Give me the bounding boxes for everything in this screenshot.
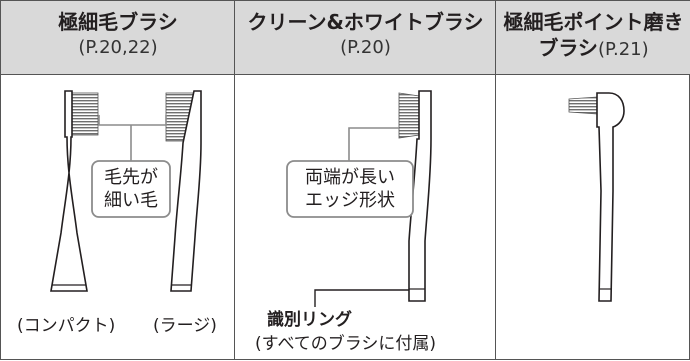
header-title-point-brush-line1: 極細毛ポイント磨き	[503, 10, 684, 34]
long-edge-callout: 両端が長い エッジ形状	[287, 166, 413, 212]
header-title-point-brush-line2: ブラシ	[538, 36, 598, 60]
header-cell-fine-bristle: 極細毛ブラシ (P.20,22)	[1, 1, 235, 75]
ring-note-label: (すべてのブラシに付属)	[255, 334, 437, 354]
column-divider-2	[495, 1, 496, 359]
header-title-clean-white: クリーン&ホワイトブラシ	[247, 10, 484, 34]
fine-bristle-callout-line1: 毛先が	[104, 167, 158, 188]
compact-label: (コンパクト)	[17, 316, 116, 336]
clean-white-brush-illustration	[398, 90, 432, 302]
column-divider-1	[234, 1, 235, 359]
large-brush-illustration	[165, 90, 202, 292]
fine-bristle-callout-leaders	[98, 115, 167, 161]
long-edge-callout-leader	[348, 127, 399, 161]
header-subtitle-fine-bristle: (P.20,22)	[78, 37, 158, 58]
point-brush-illustration	[568, 92, 625, 302]
fine-bristle-callout-line2: 細い毛	[104, 190, 158, 211]
header-subtitle-point-brush: (P.21)	[597, 39, 649, 60]
fine-bristle-callout-box	[91, 160, 171, 218]
ring-title-label: 識別リング	[267, 310, 352, 330]
long-edge-callout-line1: 両端が長い	[305, 167, 395, 188]
fine-bristle-callout: 毛先が 細い毛	[92, 166, 170, 212]
compact-brush-bristles	[71, 92, 99, 136]
point-brush-handle	[596, 92, 625, 302]
header-cell-point-brush: 極細毛ポイント磨き ブラシ(P.21)	[496, 1, 690, 75]
large-label: (ラージ)	[153, 316, 217, 336]
ring-leader-line	[314, 289, 409, 307]
header-title-point-brush-line2-wrap: ブラシ(P.21)	[496, 35, 690, 63]
header-title-fine-bristle: 極細毛ブラシ	[58, 10, 178, 34]
long-edge-callout-box	[286, 160, 414, 218]
clean-white-brush-bristles	[398, 92, 420, 139]
compact-brush-handle	[50, 90, 88, 292]
large-brush-handle	[170, 90, 202, 292]
clean-white-brush-handle	[408, 90, 432, 302]
header-cell-clean-white: クリーン&ホワイトブラシ (P.20)	[235, 1, 496, 75]
point-brush-bristles	[568, 96, 598, 115]
compact-brush-illustration	[50, 90, 99, 292]
long-edge-callout-line2: エッジ形状	[305, 190, 395, 211]
header-subtitle-clean-white: (P.20)	[340, 37, 391, 58]
